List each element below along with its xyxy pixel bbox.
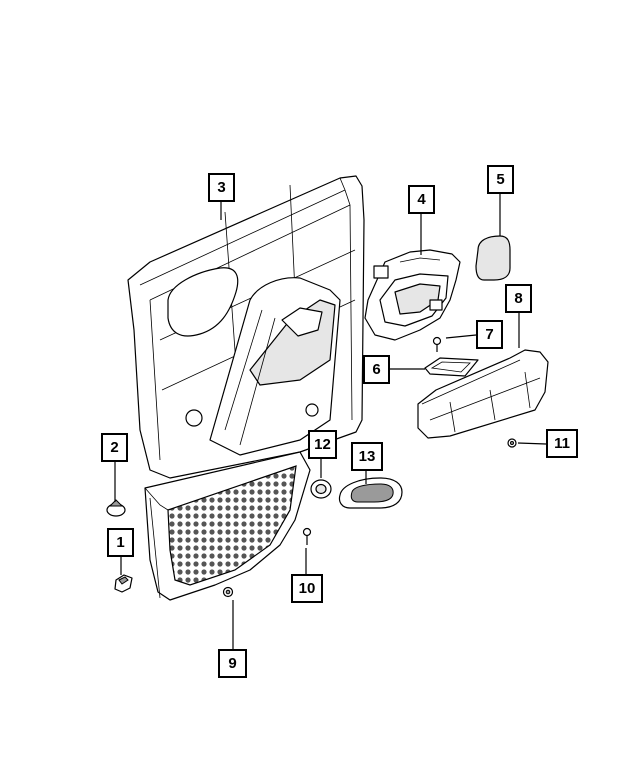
callout-2: 2: [101, 433, 128, 462]
callout-3-label: 3: [217, 179, 225, 196]
push-pin-2: [106, 499, 126, 517]
callout-13: 13: [351, 442, 383, 471]
callout-13-label: 13: [359, 448, 376, 465]
door-trim-panel: [127, 175, 365, 601]
callout-8: 8: [505, 284, 532, 313]
callout-5-label: 5: [496, 171, 504, 188]
callout-7-label: 7: [485, 326, 493, 343]
callout-7: 7: [476, 320, 503, 349]
armrest: [417, 349, 549, 439]
callout-4: 4: [408, 185, 435, 214]
screw-10: [302, 527, 312, 545]
callout-4-label: 4: [417, 191, 426, 208]
callout-6: 6: [363, 355, 390, 384]
callout-6-label: 6: [372, 361, 380, 378]
callout-9: 9: [218, 649, 247, 678]
callout-12: 12: [308, 430, 337, 459]
callout-1: 1: [107, 528, 134, 557]
callout-3: 3: [208, 173, 235, 202]
callout-1-label: 1: [116, 534, 124, 551]
callout-11-label: 11: [554, 435, 570, 452]
callout-10-label: 10: [299, 580, 316, 597]
handle-bezel-cap: [475, 235, 511, 281]
callout-2-label: 2: [110, 439, 118, 456]
clip-11: [507, 438, 517, 448]
inside-handle-assembly: [364, 249, 461, 341]
grommet: [310, 479, 332, 499]
callout-12-label: 12: [314, 436, 331, 453]
callout-11: 11: [546, 429, 578, 458]
armrest-pad: [424, 357, 479, 377]
retainer-1: [114, 574, 133, 593]
screw-7: [432, 336, 442, 352]
clip-9: [222, 586, 234, 598]
leader-lines: [114, 193, 547, 650]
callout-8-label: 8: [514, 290, 522, 307]
callout-5: 5: [487, 165, 514, 194]
pull-cup: [338, 477, 403, 509]
callout-10: 10: [291, 574, 323, 603]
callout-9-label: 9: [228, 655, 236, 672]
